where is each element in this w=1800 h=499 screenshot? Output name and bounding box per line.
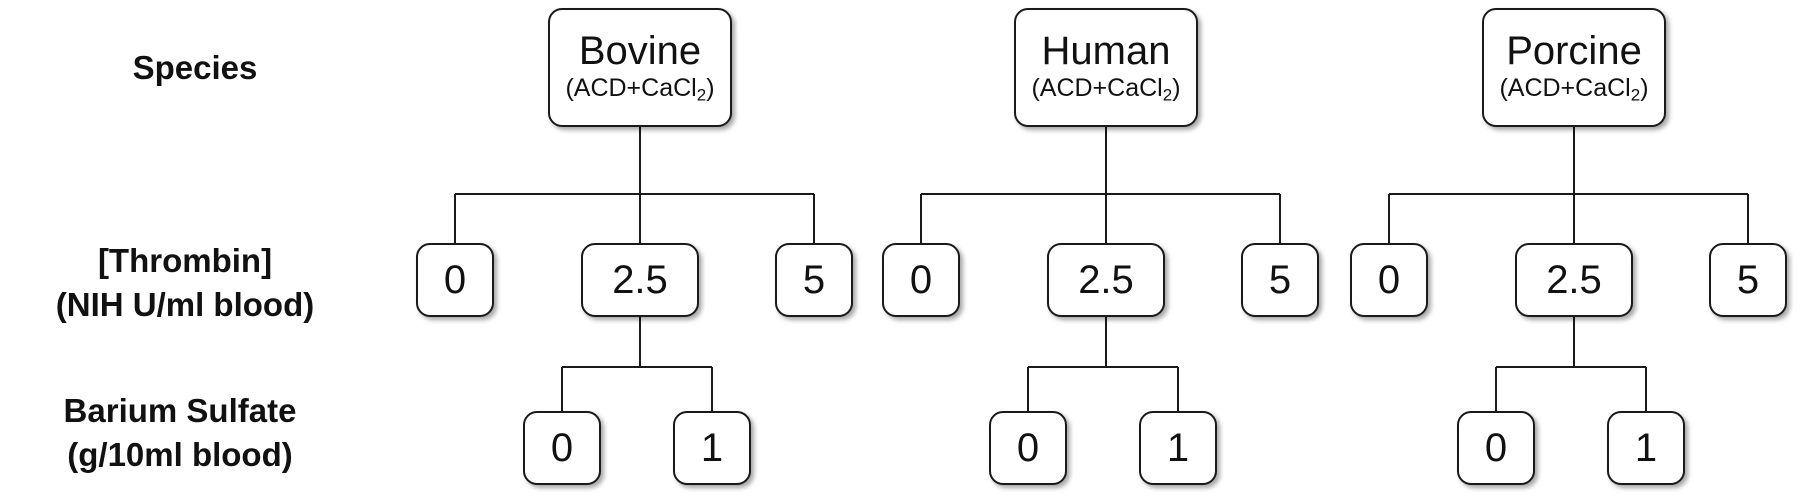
species-row-label: Species xyxy=(95,46,295,90)
species-box-human: Human(ACD+CaCl2) xyxy=(1014,8,1198,127)
barium-value: 0 xyxy=(1484,425,1508,470)
thrombin-value: 5 xyxy=(802,257,826,302)
anticoagulant-label: (ACD+CaCl2) xyxy=(565,72,714,105)
thrombin-box-porcine-2: 5 xyxy=(1709,243,1787,317)
anticoagulant-label: (ACD+CaCl2) xyxy=(1499,72,1648,105)
thrombin-value: 2.5 xyxy=(1078,257,1134,302)
barium-box-porcine-1: 1 xyxy=(1607,411,1685,485)
barium-row-label: Barium Sulfate (g/10ml blood) xyxy=(30,389,330,476)
anticoagulant-close: ) xyxy=(706,74,715,103)
thrombin-label-line2: (NIH U/ml blood) xyxy=(55,285,315,323)
thrombin-box-porcine-1: 2.5 xyxy=(1515,243,1633,317)
thrombin-box-human-0: 0 xyxy=(882,243,960,317)
thrombin-box-human-2: 5 xyxy=(1241,243,1319,317)
barium-value: 0 xyxy=(1016,425,1040,470)
species-name: Bovine xyxy=(578,29,702,74)
barium-value: 1 xyxy=(1166,425,1190,470)
thrombin-box-human-1: 2.5 xyxy=(1047,243,1165,317)
anticoagulant-close: ) xyxy=(1172,74,1181,103)
species-name: Human xyxy=(1041,29,1171,74)
anticoagulant-subscript: 2 xyxy=(696,85,707,105)
thrombin-value: 0 xyxy=(1377,257,1401,302)
species-box-bovine: Bovine(ACD+CaCl2) xyxy=(548,8,732,127)
barium-box-porcine-0: 0 xyxy=(1457,411,1535,485)
thrombin-box-bovine-2: 5 xyxy=(775,243,853,317)
anticoagulant-subscript: 2 xyxy=(1630,85,1641,105)
anticoagulant-subscript: 2 xyxy=(1162,85,1173,105)
thrombin-value: 2.5 xyxy=(1546,257,1602,302)
thrombin-box-porcine-0: 0 xyxy=(1350,243,1428,317)
anticoagulant-close: ) xyxy=(1640,74,1649,103)
thrombin-row-label: [Thrombin] (NIH U/ml blood) xyxy=(20,239,350,326)
anticoagulant-label: (ACD+CaCl2) xyxy=(1031,72,1180,105)
barium-value: 1 xyxy=(700,425,724,470)
barium-value: 1 xyxy=(1634,425,1658,470)
thrombin-value: 5 xyxy=(1736,257,1760,302)
barium-label-line2: (g/10ml blood) xyxy=(67,435,293,473)
species-name: Porcine xyxy=(1506,29,1642,74)
species-box-porcine: Porcine(ACD+CaCl2) xyxy=(1482,8,1666,127)
anticoagulant-main: (ACD+CaCl xyxy=(1499,74,1631,103)
thrombin-value: 5 xyxy=(1268,257,1292,302)
species-label-text: Species xyxy=(132,49,258,86)
barium-box-bovine-1: 1 xyxy=(673,411,751,485)
thrombin-value: 0 xyxy=(443,257,467,302)
barium-box-bovine-0: 0 xyxy=(523,411,601,485)
barium-box-human-0: 0 xyxy=(989,411,1067,485)
barium-box-human-1: 1 xyxy=(1139,411,1217,485)
barium-label-line1: Barium Sulfate xyxy=(63,392,297,429)
anticoagulant-main: (ACD+CaCl xyxy=(1031,74,1163,103)
barium-value: 0 xyxy=(550,425,574,470)
thrombin-box-bovine-1: 2.5 xyxy=(581,243,699,317)
anticoagulant-main: (ACD+CaCl xyxy=(565,74,697,103)
thrombin-box-bovine-0: 0 xyxy=(416,243,494,317)
thrombin-label-line1: [Thrombin] xyxy=(97,242,273,279)
thrombin-value: 0 xyxy=(909,257,933,302)
thrombin-value: 2.5 xyxy=(612,257,668,302)
